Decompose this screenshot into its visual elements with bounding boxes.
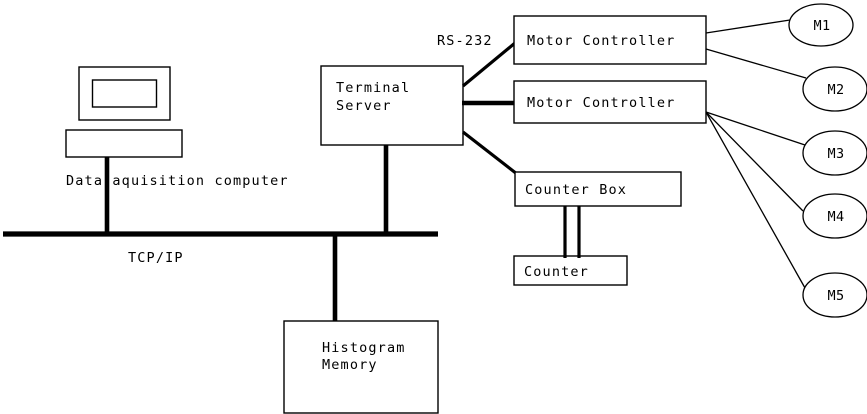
link-terminal-server-to-counter-box xyxy=(462,130,518,176)
counter-box-label: Counter Box xyxy=(525,182,627,198)
motor-controller-2-label: Motor Controller xyxy=(527,95,675,111)
histogram-memory-box xyxy=(283,320,439,414)
link-mc1-to-m2 xyxy=(705,48,807,79)
histogram-memory-label-line1: Histogram xyxy=(322,340,406,356)
link-mc2-to-m4 xyxy=(705,111,804,212)
link-mc1-to-m1 xyxy=(705,19,791,34)
counter-box xyxy=(513,255,628,286)
motor-ellipse-m3 xyxy=(802,130,867,176)
counter-box-box xyxy=(514,171,682,207)
motor-ellipse-m2 xyxy=(802,66,867,112)
tcpip-link-label: TCP/IP xyxy=(128,250,184,266)
rs232-link-label: RS-232 xyxy=(437,33,493,49)
computer-base-unit xyxy=(65,129,183,158)
link-mc2-to-m5 xyxy=(705,111,806,289)
motor-ellipse-m1 xyxy=(788,3,854,47)
motor-ellipse-m4 xyxy=(802,193,867,239)
motor-label-m3: M3 xyxy=(827,146,844,162)
motor-label-m4: M4 xyxy=(827,209,844,225)
histogram-memory-label-line2: Memory xyxy=(322,357,378,373)
motor-label-m5: M5 xyxy=(827,288,844,304)
terminal-server-label-line2: Server xyxy=(336,98,392,114)
motor-controller-1-label: Motor Controller xyxy=(527,33,675,49)
motor-controller-1-box xyxy=(513,15,707,65)
terminal-server-box xyxy=(320,65,464,146)
terminal-server-label-line1: Terminal xyxy=(336,80,410,96)
motor-label-m2: M2 xyxy=(827,82,844,98)
link-mc2-to-m3 xyxy=(705,111,806,146)
computer-monitor-screen xyxy=(91,79,158,108)
data-acquisition-computer-label: Data aquisition computer xyxy=(66,173,289,189)
motor-label-m1: M1 xyxy=(813,18,830,34)
counter-label: Counter xyxy=(524,264,589,280)
motor-ellipse-m5 xyxy=(802,272,867,318)
motor-controller-2-box xyxy=(513,80,707,124)
link-rs232-to-motor-controller-1 xyxy=(461,41,517,88)
